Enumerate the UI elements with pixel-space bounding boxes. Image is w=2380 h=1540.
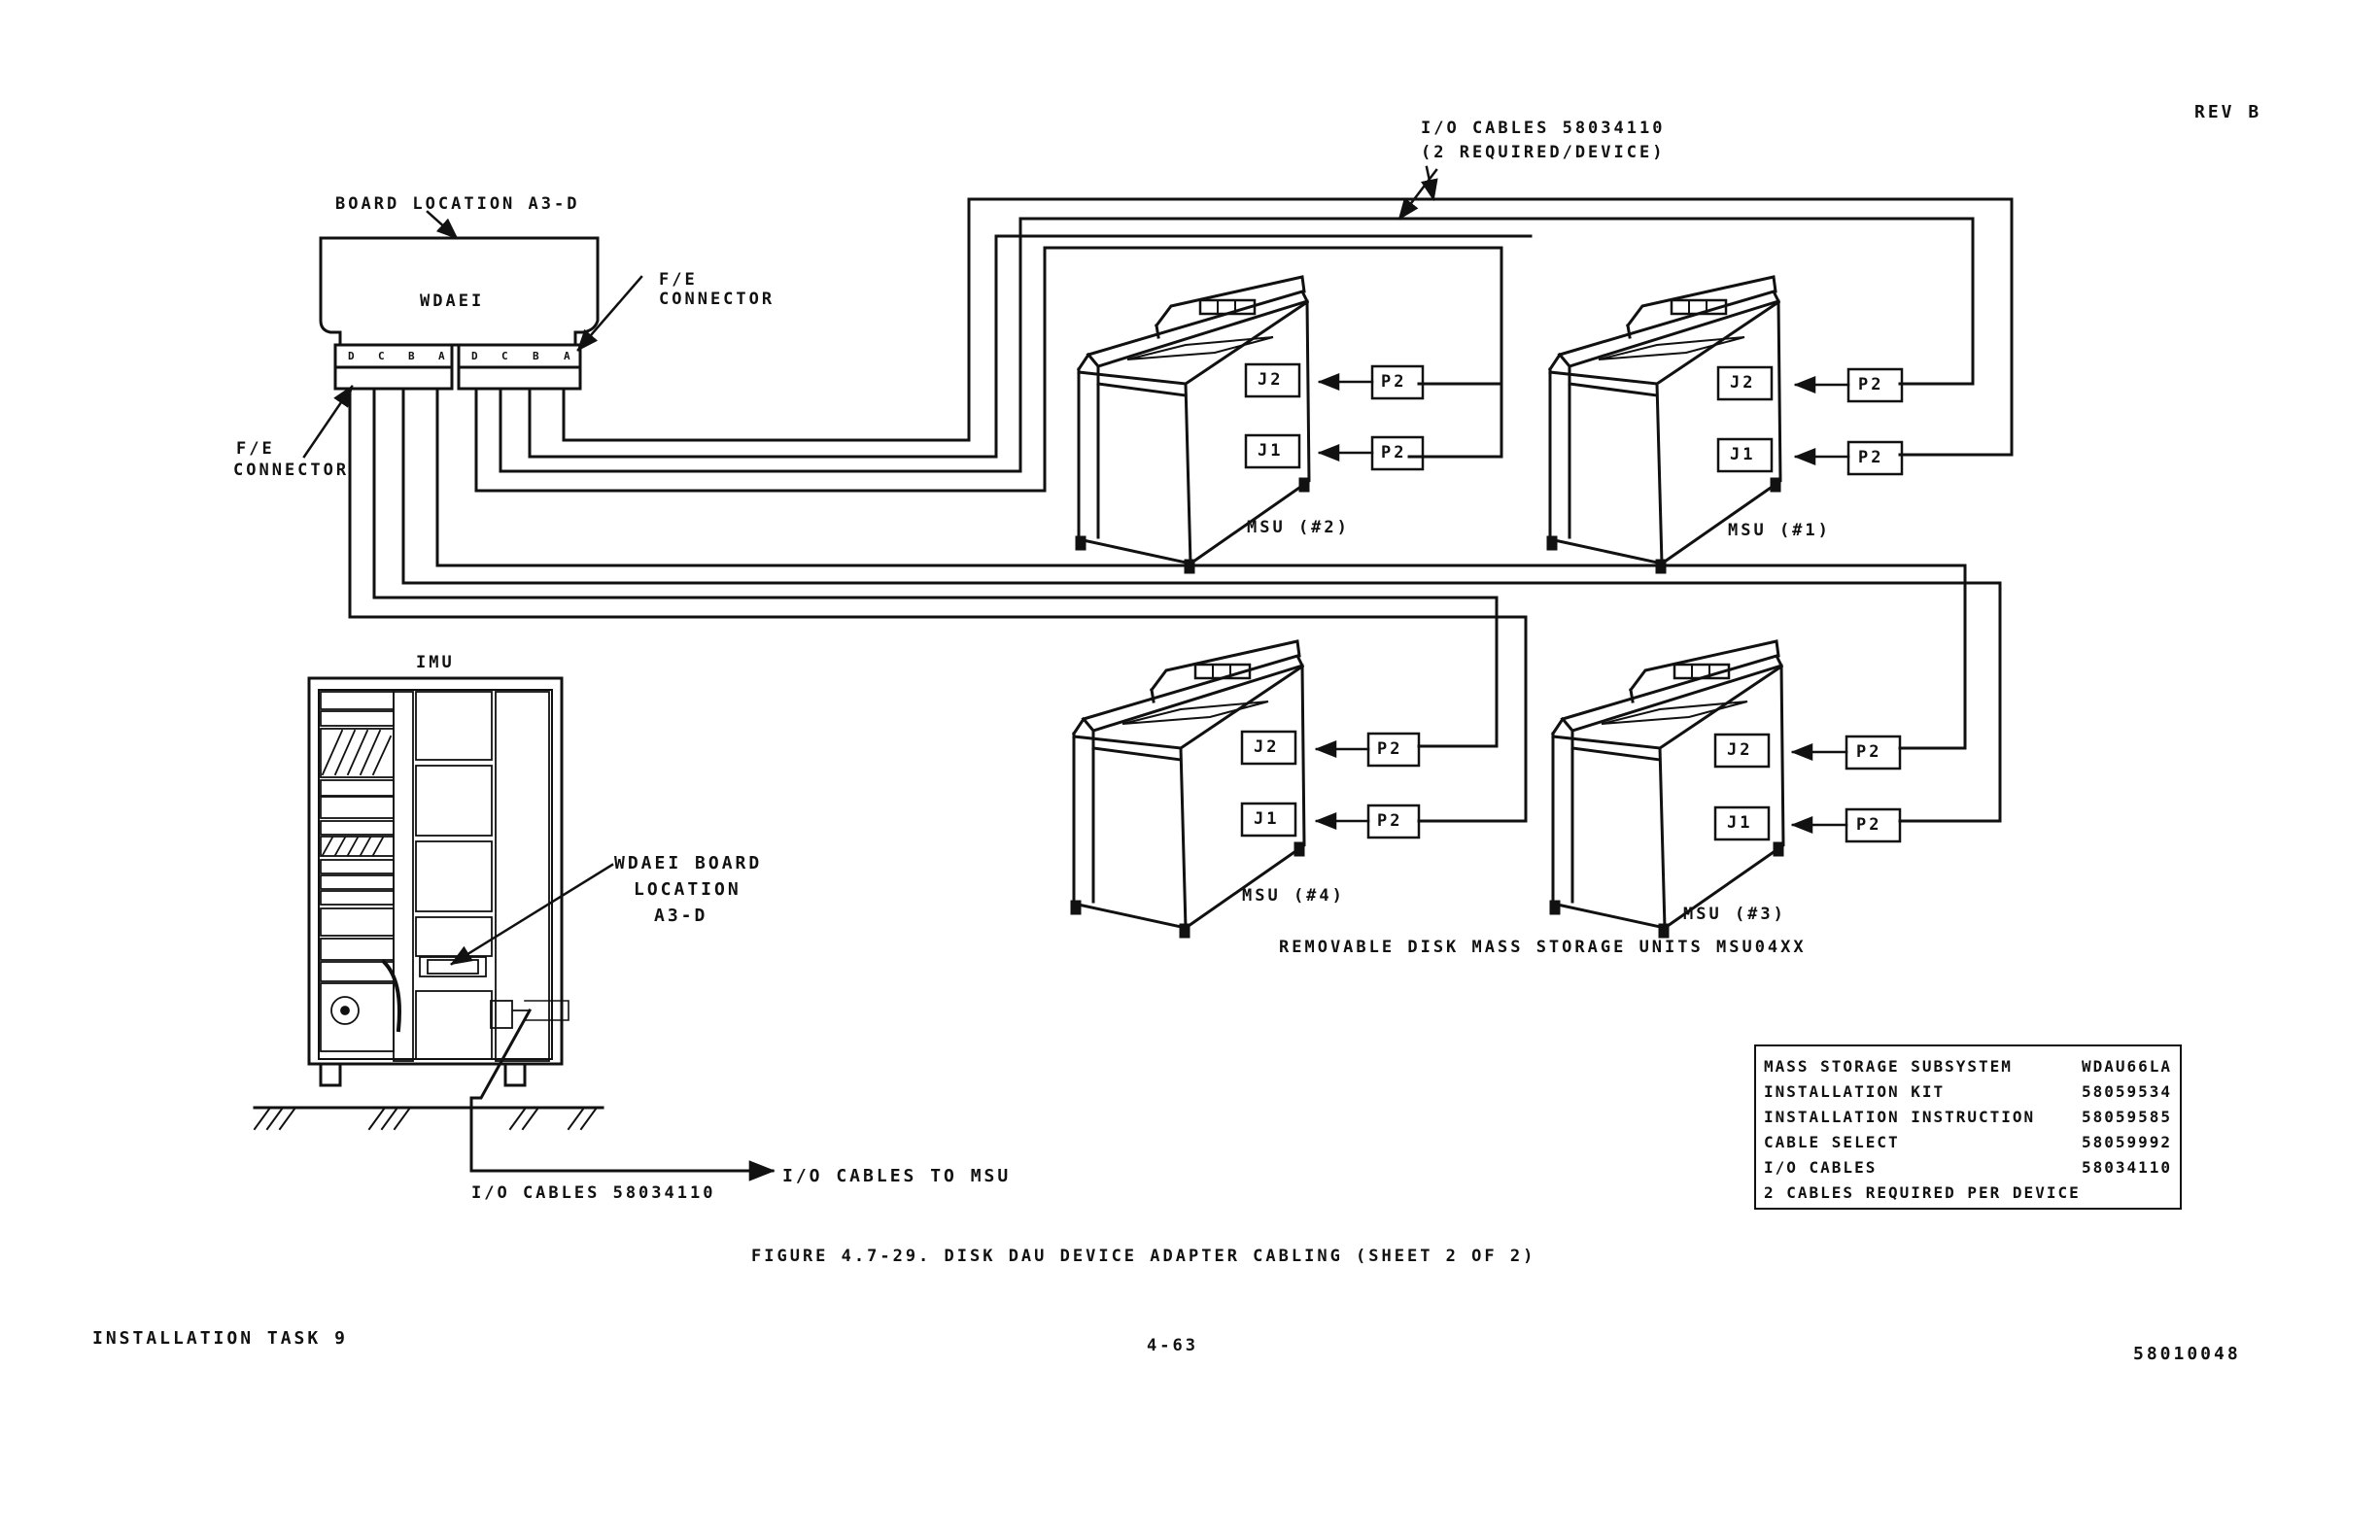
cable-runs-lower bbox=[348, 387, 2002, 823]
wdaei-location-arrow bbox=[450, 863, 614, 966]
msu3-p2-lower: P2 bbox=[1856, 815, 1882, 835]
msu4-label: MSU (#4) bbox=[1242, 886, 1345, 906]
fe-connector-left-line2: CONNECTOR bbox=[233, 461, 350, 480]
kit-row: 2 CABLES REQUIRED PER DEVICE bbox=[1764, 1183, 2172, 1209]
wdaei-location-line1: WDAEI BOARD bbox=[614, 853, 763, 873]
wdaei-location-line2: LOCATION bbox=[634, 879, 742, 900]
document-number: 58010048 bbox=[2133, 1344, 2241, 1364]
imu-io-cable bbox=[469, 1008, 776, 1181]
msu2-label: MSU (#2) bbox=[1247, 518, 1350, 537]
io-cables-to-msu-label: I/O CABLES TO MSU bbox=[782, 1166, 1012, 1186]
kit-row-label: CABLE SELECT bbox=[1764, 1133, 1900, 1151]
msu1-j1: J1 bbox=[1730, 445, 1756, 464]
kit-row-label: 2 CABLES REQUIRED PER DEVICE bbox=[1764, 1183, 2081, 1202]
kit-table: MASS STORAGE SUBSYSTEM WDAU66LA INSTALLA… bbox=[1754, 1044, 2182, 1210]
msu3-j2: J2 bbox=[1727, 740, 1753, 760]
pin-letter: B bbox=[533, 350, 542, 362]
figure-caption: FIGURE 4.7-29. DISK DAU DEVICE ADAPTER C… bbox=[751, 1247, 1536, 1266]
pin-letter: C bbox=[378, 350, 388, 362]
io-cables-arrow-2 bbox=[1420, 165, 1438, 202]
footer-left: INSTALLATION TASK 9 bbox=[92, 1328, 348, 1349]
kit-row-value: 58059585 bbox=[2081, 1108, 2172, 1126]
msu1-label: MSU (#1) bbox=[1728, 521, 1831, 540]
kit-row: CABLE SELECT 58059992 bbox=[1764, 1133, 2172, 1158]
io-cables-callout-line2: (2 REQUIRED/DEVICE) bbox=[1421, 143, 1666, 162]
msu3-j1: J1 bbox=[1727, 813, 1753, 833]
msu-cabinet-3 bbox=[1549, 639, 1785, 939]
fe-connector-arrow-right bbox=[576, 275, 643, 352]
msu4-j1: J1 bbox=[1254, 809, 1280, 829]
cable-runs-upper bbox=[474, 197, 2014, 493]
pin-letter: D bbox=[348, 350, 358, 362]
kit-row: MASS STORAGE SUBSYSTEM WDAU66LA bbox=[1764, 1057, 2172, 1082]
wdaei-location-line3: A3-D bbox=[654, 906, 708, 926]
pin-letter: B bbox=[408, 350, 418, 362]
fe-connector-right-line1: F/E bbox=[659, 270, 698, 290]
msu4-p2-lower: P2 bbox=[1377, 811, 1403, 831]
fe-connector-left-line1: F/E bbox=[236, 439, 275, 459]
pin-letter: A bbox=[564, 350, 573, 362]
msu2-p2-lower: P2 bbox=[1381, 443, 1407, 462]
imu-title: IMU bbox=[416, 653, 455, 672]
fe-connector-right-line2: CONNECTOR bbox=[659, 290, 776, 309]
revision-label: REV B bbox=[2194, 102, 2262, 122]
msu3-label: MSU (#3) bbox=[1683, 905, 1786, 924]
msu2-p2-upper: P2 bbox=[1381, 372, 1407, 392]
fe-connector-arrow-left bbox=[302, 385, 354, 459]
msu3-p2-upper: P2 bbox=[1856, 742, 1882, 762]
msu1-j2: J2 bbox=[1730, 373, 1756, 393]
board-name: WDAEI bbox=[420, 291, 485, 311]
kit-row-label: INSTALLATION INSTRUCTION bbox=[1764, 1108, 2036, 1126]
board-location-arrow bbox=[426, 210, 459, 240]
msu1-p2-upper: P2 bbox=[1858, 375, 1884, 394]
imu-cabinet bbox=[253, 676, 604, 1131]
page-number: 4-63 bbox=[1147, 1336, 1198, 1355]
pin-letter: D bbox=[471, 350, 481, 362]
kit-row: I/O CABLES 58034110 bbox=[1764, 1158, 2172, 1183]
pin-letter: C bbox=[501, 350, 511, 362]
wdaei-board bbox=[319, 236, 600, 391]
msu4-j2: J2 bbox=[1254, 737, 1280, 757]
io-cables-arrow-1 bbox=[1397, 168, 1438, 221]
board-location-label: BOARD LOCATION A3-D bbox=[335, 194, 580, 214]
msu2-j1: J1 bbox=[1258, 441, 1284, 461]
msu1-p2-lower: P2 bbox=[1858, 448, 1884, 467]
kit-row: INSTALLATION KIT 58059534 bbox=[1764, 1082, 2172, 1108]
msu4-p2-upper: P2 bbox=[1377, 739, 1403, 759]
kit-row-value: 58059992 bbox=[2081, 1133, 2172, 1151]
io-cables-callout-line1: I/O CABLES 58034110 bbox=[1421, 119, 1666, 138]
jp-boxes bbox=[1240, 362, 1904, 843]
msu2-j2: J2 bbox=[1258, 370, 1284, 390]
kit-row-label: INSTALLATION KIT bbox=[1764, 1082, 1946, 1101]
pin-letter: A bbox=[438, 350, 448, 362]
msu-caption: REMOVABLE DISK MASS STORAGE UNITS MSU04X… bbox=[1279, 938, 1807, 957]
kit-row-value: WDAU66LA bbox=[2081, 1057, 2172, 1076]
kit-row: INSTALLATION INSTRUCTION 58059585 bbox=[1764, 1108, 2172, 1133]
kit-row-label: MASS STORAGE SUBSYSTEM bbox=[1764, 1057, 2013, 1076]
kit-row-value: 58059534 bbox=[2081, 1082, 2172, 1101]
kit-row-label: I/O CABLES bbox=[1764, 1158, 1878, 1177]
imu-bottom-cable-label: I/O CABLES 58034110 bbox=[471, 1183, 716, 1203]
kit-row-value: 58034110 bbox=[2081, 1158, 2172, 1177]
